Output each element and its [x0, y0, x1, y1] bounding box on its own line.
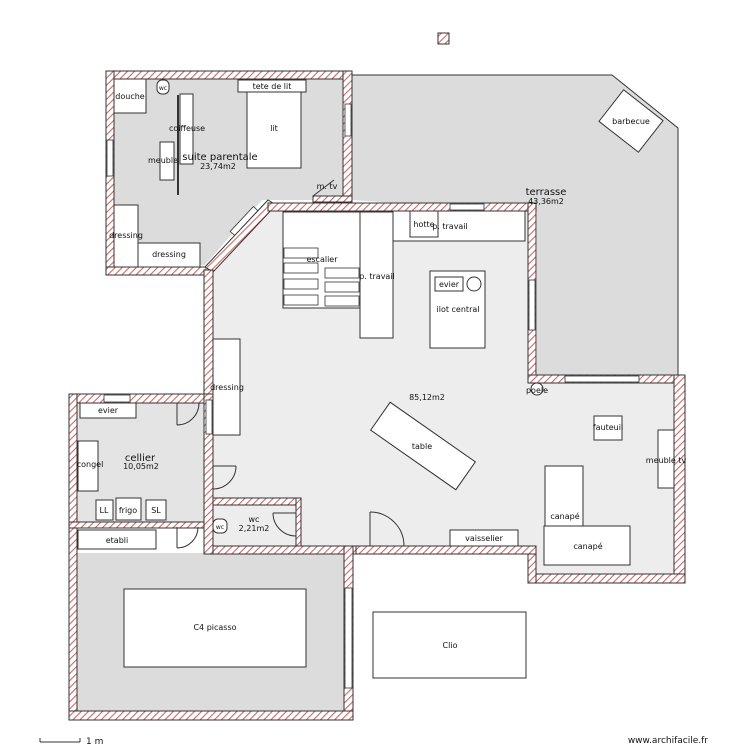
hatch-legend-icon: [437, 32, 450, 45]
meuble-tv-shape: [657, 429, 675, 489]
douche-label: douche: [115, 92, 145, 101]
evier-kitchen-shape: [434, 276, 464, 292]
ll-label: LL: [100, 506, 109, 515]
fauteuil-label: fauteuil: [593, 423, 623, 432]
sl-shape: [145, 499, 167, 521]
sejour-area: 85,12m2: [409, 393, 445, 402]
meuble-tv-label: meuble tv: [646, 456, 687, 465]
dressing-1-label: dressing: [109, 231, 143, 240]
canape-2-label: canapé: [573, 541, 602, 551]
hotte-label: hotte: [413, 220, 434, 229]
canape-1-label: canapé: [550, 511, 579, 521]
dressing-2-label: dressing: [152, 250, 186, 259]
wc-2-label: wc: [216, 524, 224, 531]
clio-label: Clio: [443, 641, 458, 650]
evier-kitchen-label: evier: [439, 280, 460, 289]
dressing-vertical-shape: [113, 204, 139, 268]
doors: [176, 179, 405, 549]
etabli-shape: [77, 529, 157, 550]
fauteuil-shape: [593, 415, 623, 441]
coiffeuse-shape: [179, 93, 194, 165]
terrasse-name: terrasse: [526, 187, 567, 198]
p-travail-2-label: p. travail: [359, 272, 395, 281]
douche-shape: [113, 78, 147, 114]
coiffeuse-label: coiffeuse: [169, 124, 205, 133]
p-travail-top-shape: [379, 210, 526, 242]
vaisselier-shape: [449, 529, 519, 547]
p-travail-1-label: p. travail: [432, 222, 468, 231]
congel-shape: [77, 440, 99, 492]
p-travail-2-shape: [359, 211, 394, 339]
lit-shape: [246, 91, 302, 169]
c4-picasso-label: C4 picasso: [193, 623, 236, 632]
evier-bowl-icon: [466, 276, 482, 292]
table-label: table: [412, 442, 432, 451]
evier-cellier-shape: [79, 402, 137, 419]
canape-2-shape: [543, 525, 631, 566]
terrasse-outline: [352, 74, 679, 375]
wc-area: 2,21m2: [239, 524, 270, 533]
hotte-shape: [409, 210, 439, 238]
vaisselier-label: vaisselier: [465, 534, 503, 543]
floor-terrasse: [352, 75, 678, 375]
barbecue-label: barbecue: [612, 117, 650, 126]
tete-de-lit-label: tete de lit: [253, 82, 292, 91]
terrasse-area: 43,36m2: [528, 197, 564, 206]
evier-cellier-label: evier: [98, 406, 119, 415]
barbecue-shape: [598, 89, 664, 153]
scale-bar: [39, 738, 81, 743]
cellier-name: cellier: [125, 453, 156, 464]
ilot-central-label: ilot central: [437, 305, 480, 314]
dressing-3-label: dressing: [210, 383, 244, 392]
poele-label: poele: [526, 386, 548, 395]
m-tv-label: m. tv: [317, 182, 338, 191]
ll-shape: [95, 499, 114, 521]
suite-name: suite parentale: [182, 152, 257, 163]
c4-picasso-shape: [123, 588, 307, 668]
windows: [103, 103, 640, 689]
meuble-shape: [159, 141, 175, 181]
suite-area: 23,74m2: [200, 162, 236, 171]
meuble-label: meuble: [148, 156, 178, 165]
etabli-label: etabli: [106, 536, 128, 545]
stairs-steps: [283, 247, 360, 307]
wc-suite-shape: [156, 79, 170, 95]
wc-suite-label: wc: [159, 85, 167, 92]
poele-icon: [530, 382, 544, 396]
cellier-area: 10,05m2: [123, 462, 159, 471]
sl-label: SL: [151, 506, 161, 515]
wc-name: wc: [249, 515, 260, 524]
frigo-label: frigo: [119, 506, 137, 515]
clio-shape: [372, 611, 527, 679]
lit-label: lit: [270, 124, 278, 133]
scale-label: 1 m: [86, 737, 103, 747]
table-shape: [369, 401, 477, 491]
frigo-shape: [115, 497, 142, 521]
dressing-3-shape: [212, 338, 241, 436]
wc-2-shape: [212, 518, 228, 534]
dressing-horizontal-shape: [137, 242, 201, 268]
escalier-label: escalier: [306, 255, 338, 264]
watermark: www.archifacile.fr: [628, 736, 708, 746]
congel-label: congel: [77, 460, 104, 469]
